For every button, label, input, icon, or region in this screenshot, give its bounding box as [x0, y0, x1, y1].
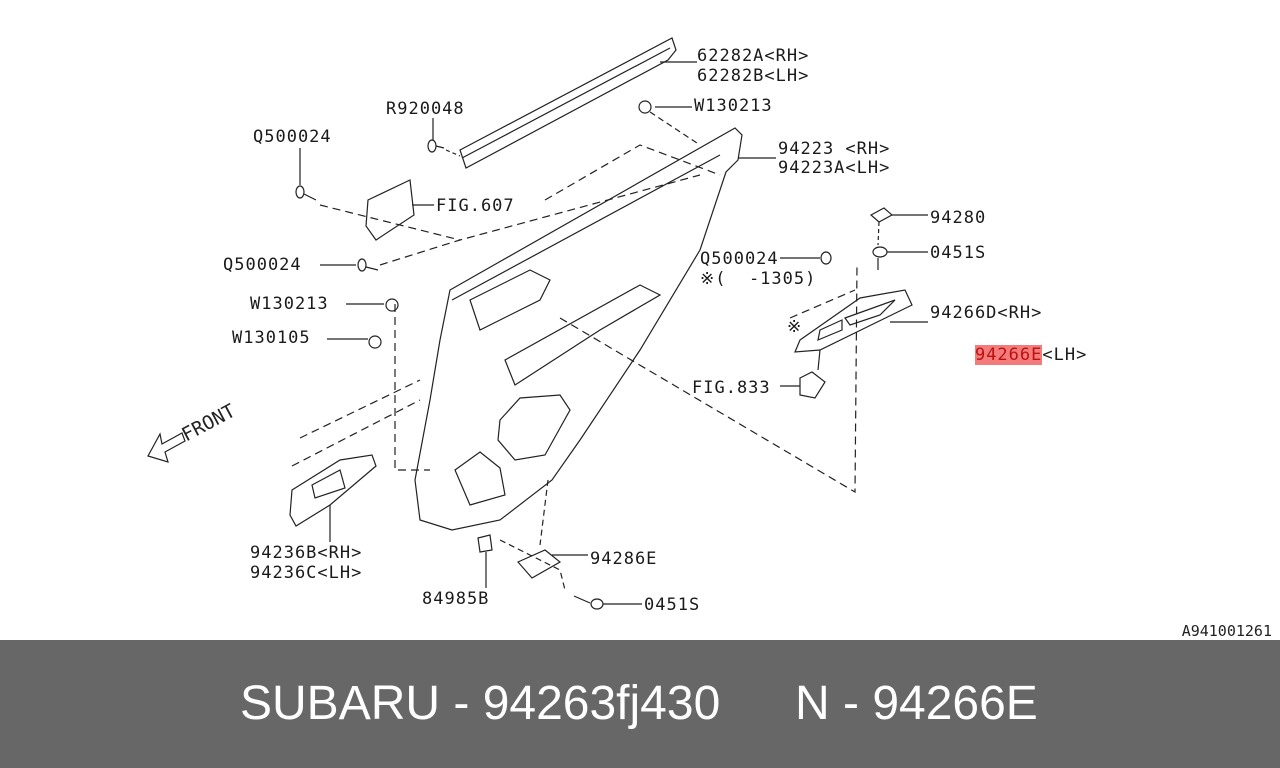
part-label-r920048[interactable]: R920048: [386, 99, 465, 119]
part-label-p62282a[interactable]: 62282A<RH>: [697, 46, 810, 66]
part-label-p94236c[interactable]: 94236C<LH>: [250, 563, 363, 583]
door-trim-panel: [414, 127, 743, 531]
highlighted-part-number[interactable]: 94266E: [974, 345, 1043, 365]
oem-number: N - 94266E: [795, 677, 1038, 730]
document-id: A941001261: [1181, 622, 1272, 640]
weatherstrip-part: [459, 37, 677, 169]
part-label-fig607[interactable]: FIG.607: [436, 196, 515, 216]
part-label-w130105[interactable]: W130105: [232, 328, 311, 348]
part-label-star_mark[interactable]: ※: [787, 317, 803, 337]
part-label-w130213_top[interactable]: W130213: [694, 96, 773, 116]
part-label-p94286e[interactable]: 94286E: [590, 549, 658, 569]
part-label-p94236b[interactable]: 94236B<RH>: [250, 543, 363, 563]
part-label-q500024_b[interactable]: Q500024: [223, 255, 302, 275]
part-label-note_1305[interactable]: ※( -1305): [700, 269, 817, 289]
highlighted-part-suffix: <LH>: [1042, 345, 1088, 365]
part-label-fig833[interactable]: FIG.833: [692, 378, 771, 398]
window-switch-bezel: [289, 454, 377, 527]
part-label-q500024_c[interactable]: Q500024: [700, 249, 779, 269]
part-label-p94223a[interactable]: 94223A<LH>: [778, 158, 891, 178]
front-arrow: [147, 432, 186, 463]
part-label-p62282b[interactable]: 62282B<LH>: [697, 66, 810, 86]
part-label-p0451s_top[interactable]: 0451S: [930, 243, 987, 263]
door-trim-drawing: [147, 37, 928, 610]
part-label-p0451s_bot[interactable]: 0451S: [644, 595, 701, 615]
brand-part-number: SUBARU - 94263fj430: [240, 677, 721, 730]
part-label-p94223[interactable]: 94223 <RH>: [778, 139, 891, 159]
switch-panel-part: [794, 289, 913, 353]
highlighted-part-label[interactable]: 94266E<LH>: [930, 325, 1087, 385]
part-label-q500024_a[interactable]: Q500024: [253, 127, 332, 147]
part-label-p84985b[interactable]: 84985B: [422, 589, 490, 609]
part-label-w130213_mid[interactable]: W130213: [250, 294, 329, 314]
part-label-p94280[interactable]: 94280: [930, 208, 987, 228]
part-label-p94266d[interactable]: 94266D<RH>: [930, 303, 1043, 323]
footer-banner: SUBARU - 94263fj430 N - 94266E: [0, 640, 1280, 768]
